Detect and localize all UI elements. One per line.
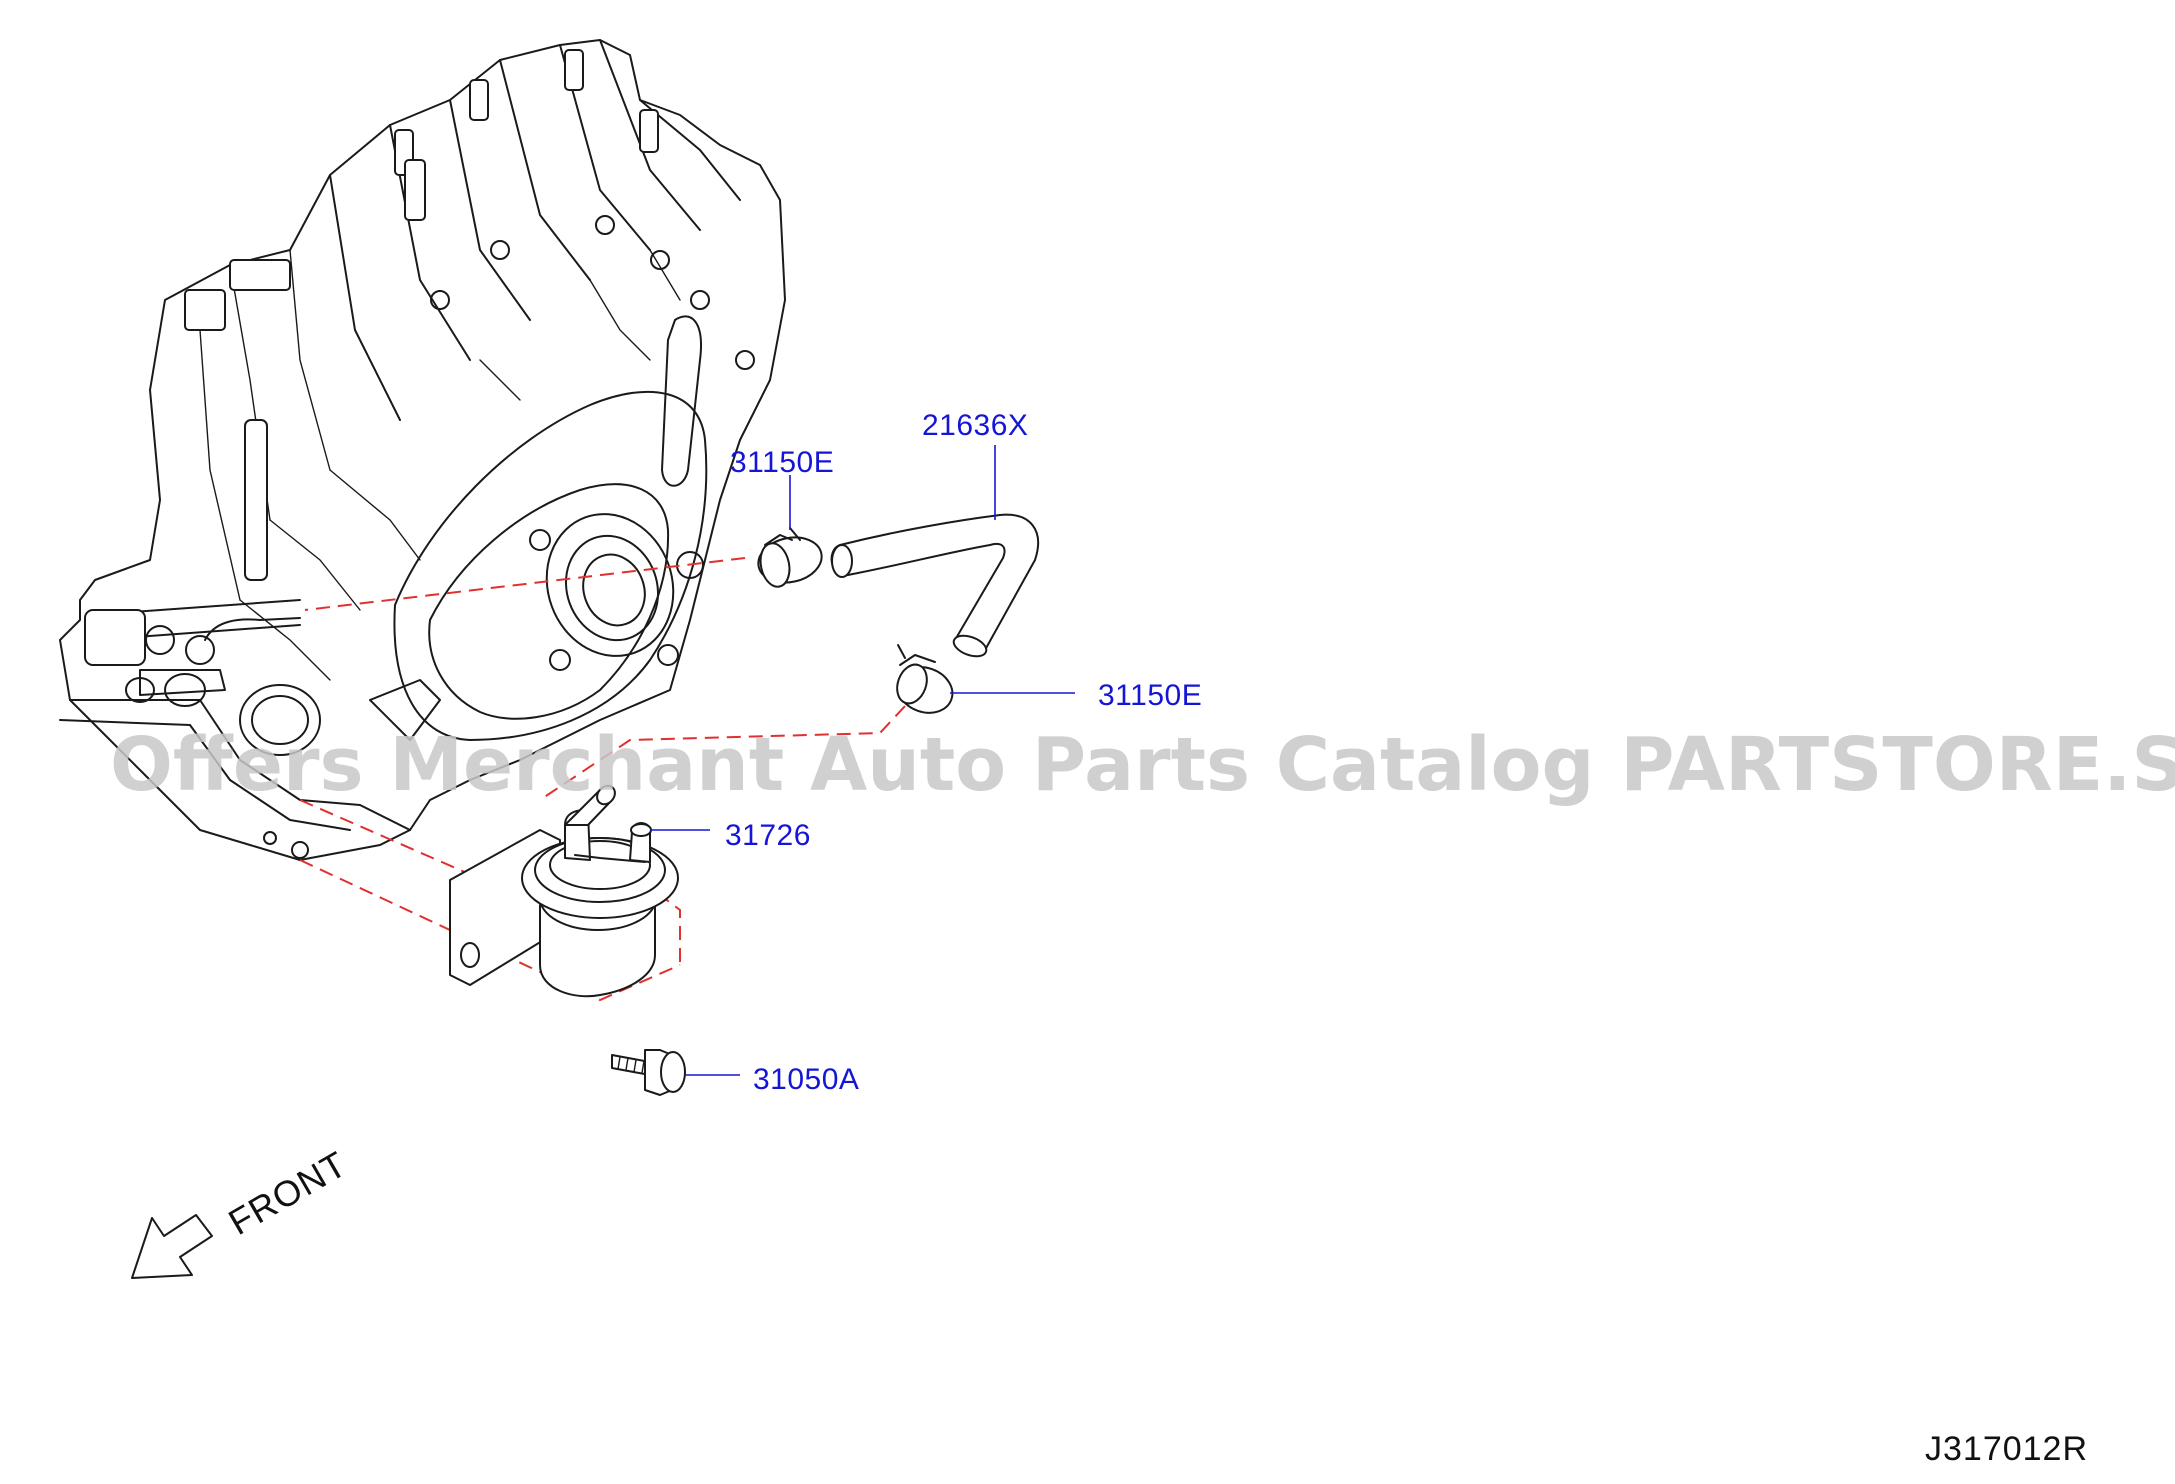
dashed-line-filter-lower <box>299 859 681 1002</box>
clamp-upper-drawing <box>757 527 823 588</box>
dashed-line-hose-to-case <box>304 557 746 611</box>
front-direction-indicator: FRONT <box>131 1143 354 1279</box>
transmission-assembly-drawing <box>59 39 786 861</box>
watermark-text: Offers Merchant Auto Parts Catalog PARTS… <box>110 722 2175 808</box>
part-label-clamp-upper[interactable]: 31150E <box>730 446 834 479</box>
filter-drawing <box>449 784 679 998</box>
hose-drawing <box>830 513 1040 658</box>
part-label-filter[interactable]: 31726 <box>725 819 811 852</box>
part-label-clamp-lower[interactable]: 31150E <box>1098 679 1202 712</box>
bolt-drawing <box>611 1049 686 1096</box>
dashed-line-filter-right <box>639 879 681 965</box>
dashed-line-lower-clamp <box>539 689 921 801</box>
front-arrow-icon <box>131 1214 213 1279</box>
part-label-bolt[interactable]: 31050A <box>753 1063 859 1096</box>
part-label-hose[interactable]: 21636X <box>922 409 1028 442</box>
clamp-lower-drawing <box>896 644 954 714</box>
drawing-id: J317012R <box>1925 1430 2088 1468</box>
leader-lines <box>650 445 1075 1076</box>
alignment-dashed-lines <box>299 557 921 1002</box>
front-label: FRONT <box>222 1143 354 1243</box>
